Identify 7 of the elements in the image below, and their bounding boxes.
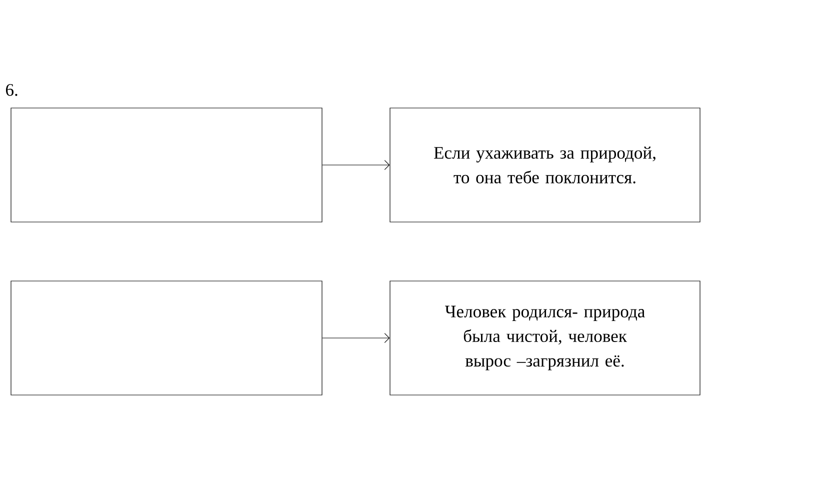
empty-box <box>10 108 322 222</box>
arrow <box>322 160 390 170</box>
item-number: 6. <box>6 84 18 96</box>
text-box: Если ухаживать за природой, то она тебе поклонится. <box>390 108 700 222</box>
empty-box <box>10 280 322 396</box>
arrow <box>322 333 390 343</box>
text-box: Человек родился- природа была чистой, человек вырос –загрязнил её. <box>390 280 700 396</box>
